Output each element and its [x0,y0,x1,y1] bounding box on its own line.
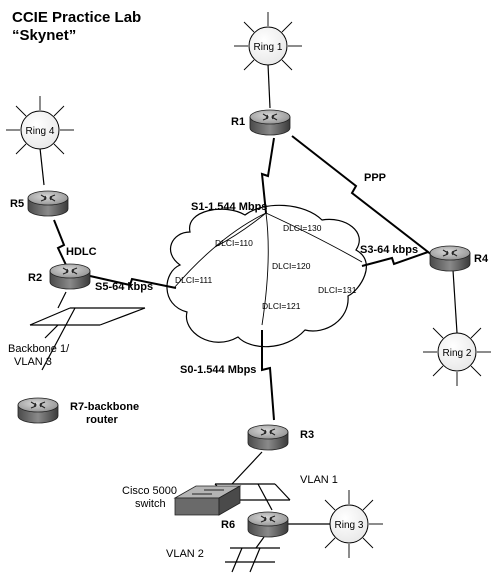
link-r2-cloud [89,275,177,289]
vlan2-label: VLAN 2 [166,548,204,560]
backbone-label-line2: VLAN 3 [14,356,52,368]
dlci-120-label: DLCI=120 [272,261,311,271]
link-ring4-r5 [39,147,45,186]
link-s5-label: S5-64 kbps [95,281,153,293]
dlci-130-label: DLCI=130 [283,223,322,233]
router-r3-icon [247,424,289,451]
vlan1-label: VLAN 1 [300,474,338,486]
link-r5-r2-hdlc [53,219,67,266]
switch-label-line2: switch [135,498,166,510]
router-r5-label: R5 [10,198,24,210]
ring-4-label: Ring 4 [26,126,55,137]
router-r4-label: R4 [474,253,489,265]
switch-icon [173,485,242,516]
link-s3-label: S3-64 kbps [360,244,418,256]
backbone-segment [29,307,146,371]
link-cloud-r3 [261,330,275,421]
switch-label-line1: Cisco 5000 [122,485,177,497]
ring-3-label: Ring 3 [335,520,364,531]
link-r4-ring2 [452,269,458,334]
dlci-131-label: DLCI=131 [318,285,357,295]
dlci-110-label: DLCI=110 [215,238,253,248]
link-r2-backbone [57,291,67,309]
router-r3-label: R3 [300,429,314,441]
frame-relay-cloud [166,204,367,348]
ring-4-icon: Ring 4 [6,96,74,155]
router-r7-label-line2: router [86,414,119,426]
router-r6-icon [247,511,289,538]
backbone-label-line1: Backbone 1/ [8,343,70,355]
link-s1-label: S1-1.544 Mbps [191,201,267,213]
router-r1-label: R1 [231,116,245,128]
link-r1-cloud [260,137,275,214]
router-r2-icon [49,263,91,290]
link-s0-label: S0-1.544 Mbps [180,364,256,376]
router-r5-icon [27,190,69,217]
link-r1-r4-ppp [291,135,433,256]
router-r7-icon [17,397,59,424]
router-r7-label-line1: R7-backbone [70,401,139,413]
router-r4-icon [429,245,471,272]
ring-2-icon: Ring 2 [423,327,491,386]
diagram-title-line2: “Skynet” [12,27,76,44]
link-cloud-r4 [361,251,429,267]
dlci-121-label: DLCI=121 [262,301,301,311]
dlci-111-label: DLCI=111 [175,275,213,285]
ring-1-icon: Ring 1 [234,12,302,71]
ring-2-label: Ring 2 [443,348,472,359]
diagram-title-line1: CCIE Practice Lab [12,9,141,26]
pvc-lines [173,212,363,326]
link-r3-vlan1 [231,451,263,485]
ring-3-icon: Ring 3 [324,490,383,558]
router-r6-label: R6 [221,519,235,531]
vlan2-segment [225,536,280,573]
router-r1-icon [249,109,291,136]
link-hdlc-label: HDLC [66,246,97,258]
ring-1-label: Ring 1 [254,42,283,53]
router-r2-label: R2 [28,272,42,284]
link-ppp-label: PPP [364,172,386,184]
link-ring1-r1 [267,63,271,109]
